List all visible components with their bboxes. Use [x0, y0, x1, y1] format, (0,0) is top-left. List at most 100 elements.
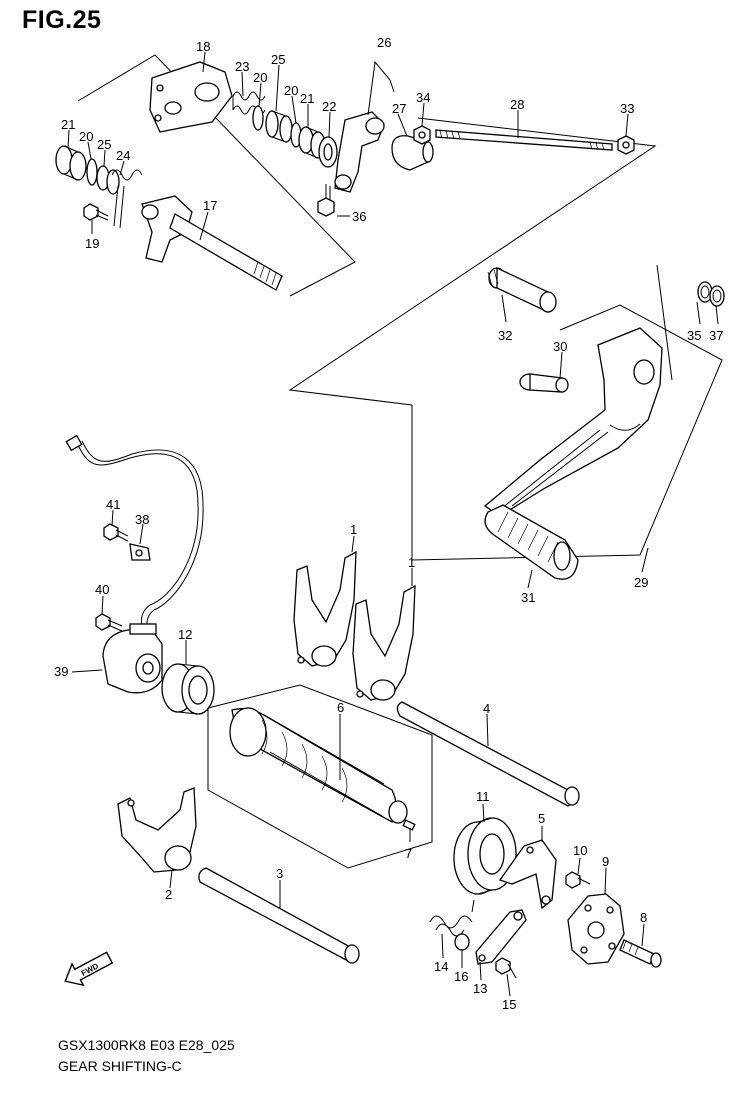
fwd-arrow-icon: FWD — [64, 951, 114, 987]
part-27-ball-joint — [391, 135, 434, 171]
callout-22: 22 — [322, 99, 336, 114]
part-38-clamp — [129, 543, 151, 561]
lever-group-outline — [288, 117, 657, 406]
shift-lever-box — [411, 304, 723, 561]
part-1a-shift-fork — [293, 550, 357, 667]
callout-35: 35 — [687, 328, 701, 343]
callout-26: 26 — [377, 35, 391, 50]
callout-36: 36 — [352, 209, 366, 224]
part-10-screw — [565, 871, 591, 889]
shift-cam-box — [207, 684, 433, 869]
callout-20b: 20 — [284, 83, 298, 98]
callout-8: 8 — [640, 910, 647, 925]
callout-4: 4 — [483, 701, 490, 716]
part-21-bearing — [298, 126, 326, 159]
shaft-group-outline — [77, 54, 356, 297]
part-25-bearing — [265, 110, 293, 143]
callout-2: 2 — [165, 887, 172, 902]
callout-37: 37 — [709, 328, 723, 343]
part-13-stopper-arm — [475, 909, 527, 965]
callout-3: 3 — [276, 866, 283, 881]
part-4-fork-rod — [396, 701, 580, 807]
part-22-seal — [318, 136, 338, 168]
callout-40: 40 — [95, 582, 109, 597]
callout-17: 17 — [203, 198, 217, 213]
group-outlines — [77, 54, 723, 869]
part-41-screw — [103, 523, 129, 542]
part-29-shift-lever — [483, 327, 663, 517]
part-40-bolt — [95, 613, 123, 632]
part-36-bolt — [317, 184, 335, 217]
part-18-shift-arm-plate — [149, 61, 233, 133]
callout-11: 11 — [476, 789, 490, 804]
part-32-pivot-bolt — [487, 266, 557, 314]
callout-23: 23 — [235, 59, 249, 74]
part-3-fork-rod — [198, 867, 360, 964]
callout-13: 13 — [473, 981, 487, 996]
part-20-washer — [252, 105, 264, 131]
part-7-pin — [402, 819, 416, 831]
callout-19: 19 — [85, 236, 99, 251]
model-code: GSX1300RK8 E03 E28_025 — [58, 1037, 235, 1053]
part-5-stopper-plate — [498, 839, 557, 910]
callout-25b: 25 — [97, 137, 111, 152]
part-1b-shift-fork — [352, 584, 416, 701]
part-37-circlip — [709, 285, 725, 307]
part-24-spring — [111, 169, 143, 229]
part-39-gear-position-sensor — [102, 623, 163, 694]
callout-41: 41 — [106, 497, 120, 512]
callout-33: 33 — [620, 101, 634, 116]
part-14-return-spring — [429, 899, 475, 937]
part-15-bolt — [495, 957, 517, 979]
callout-21a: 21 — [300, 91, 314, 106]
callout-20a: 20 — [253, 70, 267, 85]
part-16-washer — [454, 933, 470, 951]
callout-9: 9 — [602, 854, 609, 869]
callout-6: 6 — [337, 700, 344, 715]
callout-29: 29 — [634, 575, 648, 590]
part-9-cam-driven-gear — [567, 893, 625, 965]
callout-5: 5 — [538, 811, 545, 826]
callout-labels: 18 23 20 25 20 21 22 26 27 34 28 33 36 2… — [54, 35, 723, 1012]
figure-title: FIG.25 — [22, 6, 102, 34]
part-8-bolt — [619, 939, 662, 968]
callout-1b: 1 — [408, 555, 415, 570]
callout-16: 16 — [454, 969, 468, 984]
part-25b-bearing — [96, 165, 120, 195]
callout-1a: 1 — [350, 522, 357, 537]
callout-7: 7 — [405, 846, 412, 861]
leader-lines — [67, 51, 719, 997]
part-21b-bearing — [55, 145, 87, 181]
part-34-nut — [413, 125, 431, 145]
part-12-bearing — [161, 663, 215, 715]
part-2-shift-fork — [117, 787, 197, 873]
callout-21b: 21 — [61, 117, 75, 132]
callout-27: 27 — [392, 101, 406, 116]
part-6-shift-cam-drum — [229, 707, 408, 824]
callout-18: 18 — [196, 39, 210, 54]
callout-38: 38 — [135, 512, 149, 527]
callout-30: 30 — [553, 339, 567, 354]
part-17-shift-shaft — [141, 195, 283, 291]
callout-25a: 25 — [271, 52, 285, 67]
callout-20c: 20 — [79, 129, 93, 144]
callout-28: 28 — [510, 97, 524, 112]
part-11-bearing — [453, 817, 517, 895]
callout-15: 15 — [502, 997, 516, 1012]
part-30-bushing — [519, 373, 569, 393]
callout-34: 34 — [416, 90, 430, 105]
part-28-tie-rod — [435, 129, 613, 151]
part-19-bolt — [83, 203, 109, 221]
part-33-nut — [617, 135, 635, 155]
part-20c-washer — [86, 158, 98, 186]
part-39-sensor-wire — [65, 434, 204, 633]
figure-name: GEAR SHIFTING-C — [58, 1058, 182, 1074]
callout-10: 10 — [573, 843, 587, 858]
callout-32: 32 — [498, 328, 512, 343]
part-26-arm — [334, 111, 385, 193]
callout-12: 12 — [178, 627, 192, 642]
callout-39: 39 — [54, 664, 68, 679]
callout-24: 24 — [116, 148, 130, 163]
circlip-group-line — [656, 264, 673, 381]
